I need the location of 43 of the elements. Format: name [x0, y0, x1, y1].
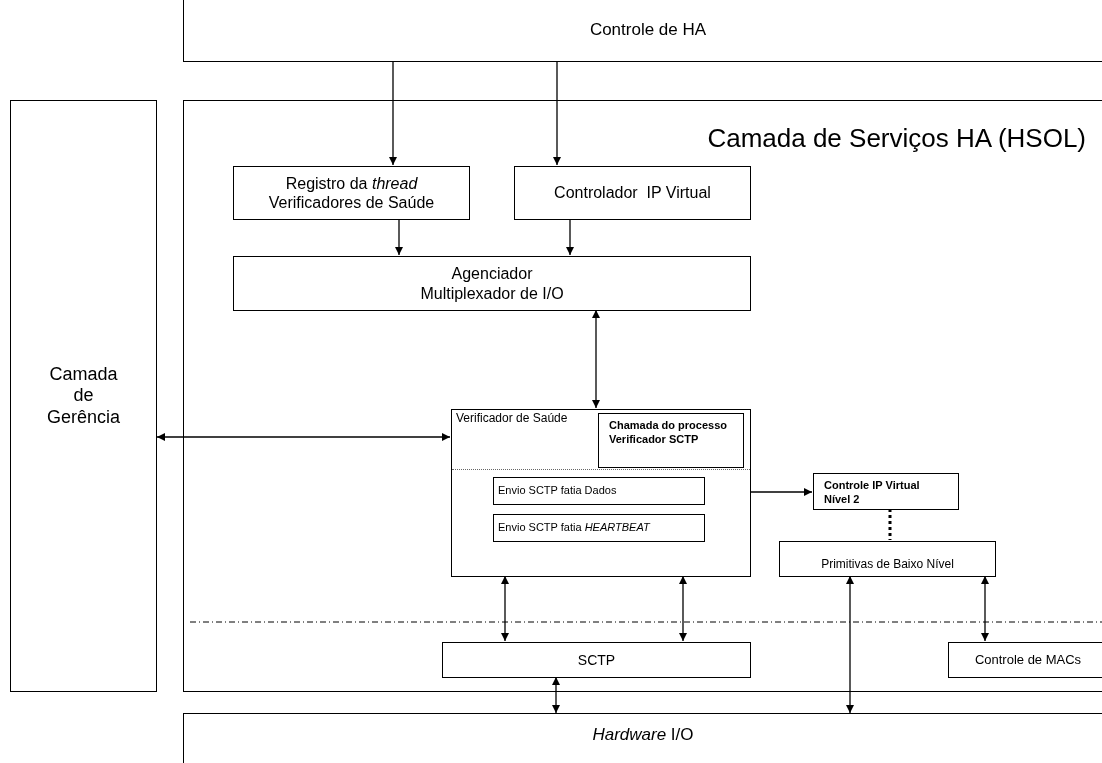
process-box [493, 477, 705, 505]
box-label: Controle de HA [589, 19, 707, 41]
process-box [948, 642, 1102, 678]
process-box [183, 0, 1102, 62]
process-box [233, 166, 470, 220]
arrow [679, 575, 687, 642]
arrow [749, 488, 813, 496]
box-label: Controlador IP Virtual [554, 183, 711, 203]
process-box [598, 413, 744, 468]
arrow [566, 218, 574, 256]
box-label: Controle de MACs [974, 652, 1082, 668]
process-box [183, 100, 1102, 692]
layer-title: Verificador de Saúde [456, 411, 568, 426]
process-box [10, 100, 157, 692]
arrow [981, 575, 989, 642]
layer-title: Camada de Serviços HA (HSOL) [707, 123, 1086, 155]
box-label: Chamada do processo Verificador SCTP [609, 419, 728, 447]
process-box [233, 256, 751, 311]
process-box [779, 541, 996, 577]
process-box [451, 409, 751, 577]
arrow [395, 218, 403, 256]
box-label: Camada de Gerência [45, 363, 121, 429]
box-label: Primitivas de Baixo Nível [821, 556, 954, 571]
box-label: Controle IP Virtual Nível 2 [824, 479, 921, 507]
arrow [846, 575, 854, 714]
connector-line [888, 509, 892, 540]
box-label: Agenciador Multiplexador de I/O [419, 264, 565, 303]
process-box [514, 166, 751, 220]
process-box [442, 642, 751, 678]
box-label: Envio SCTP fatia Dados [498, 484, 617, 498]
arrow [553, 61, 561, 166]
arrow [592, 309, 600, 409]
box-label: Hardware I/O [592, 725, 694, 746]
box-label: Registro da thread Verificadores de Saúde [267, 173, 436, 213]
process-box [493, 514, 705, 542]
process-box [813, 473, 959, 510]
arrow [501, 575, 509, 642]
arrow [156, 433, 451, 441]
box-label: SCTP [577, 651, 616, 669]
arrow [552, 676, 560, 714]
box-label: Envio SCTP fatia HEARTBEAT [498, 521, 650, 535]
arrow [389, 61, 397, 166]
process-box [183, 713, 1102, 763]
